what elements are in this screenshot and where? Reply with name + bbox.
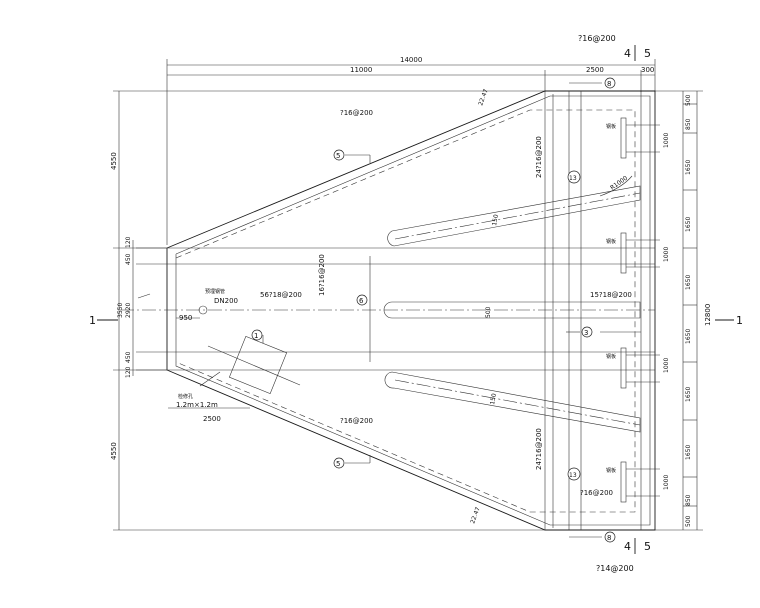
pipe-size: DN200 [214, 297, 238, 305]
dim-right-1650c: 1650 [685, 275, 692, 290]
dim-right-1650a: 1650 [685, 160, 692, 175]
bubble-8-top: 8 [607, 80, 611, 88]
dim-right-1650e: 1650 [685, 387, 692, 402]
top-dimension-chain: 14000 11000 2500 300 [166, 56, 656, 245]
dim-right-overall: 12800 [704, 304, 712, 326]
right-dimension-chain: 500 850 1000 1650 1650 1000 1650 1650 10… [655, 90, 712, 531]
rebar-vert: 16?16@200 [318, 254, 326, 296]
pier-tag-1: 钢板 [606, 123, 616, 130]
dim-2500: 2500 [586, 66, 604, 74]
pipe-note: 预埋钢管 [205, 288, 225, 295]
callout-bubbles: 5 5 1 3 6 8 8 13 13 [251, 77, 641, 543]
section-mark-bottom-a: 4 [624, 540, 631, 553]
pier-tag-2: 钢板 [606, 238, 616, 245]
bubble-3: 3 [584, 329, 588, 337]
dim-left-120b: 120 [125, 366, 132, 378]
left-dimension-chain: 4550 4550 120 450 3550 2920 450 120 [110, 90, 545, 531]
section-mark-left: 1 [89, 314, 118, 327]
top-note: ?16@200 [578, 34, 616, 43]
pier-tag-3: 钢板 [606, 353, 616, 360]
dim-total: 14000 [400, 56, 422, 64]
bubble-5-top: 5 [336, 152, 340, 160]
bubble-1: 1 [254, 332, 258, 340]
rebar-bottom-right: ?16@200 [580, 489, 613, 497]
anchor-plates: 钢板 钢板 钢板 钢板 [606, 117, 660, 503]
pipe-marker: 预埋钢管 DN200 950 [176, 288, 238, 322]
bubble-6: 6 [359, 297, 364, 305]
bubble-8-bottom: 8 [607, 534, 611, 542]
dim-right-500b: 500 [685, 515, 692, 527]
section-mark-right-label: 1 [736, 314, 743, 327]
rebar-right: 15?18@200 [590, 291, 632, 299]
rebar-bottom: ?16@200 [340, 417, 373, 425]
section-mark-bottom-b: 5 [644, 540, 651, 553]
groove-slots [383, 175, 641, 433]
dim-left-lower: 4550 [110, 442, 118, 460]
dim-11000: 11000 [350, 66, 372, 74]
section-mark-top-a: 4 [624, 47, 631, 60]
groove-top-width: 150 [491, 214, 500, 227]
dim-300: 300 [641, 66, 654, 74]
groove-mid-width: 500 [485, 306, 492, 318]
groove-bottom-width: 150 [489, 393, 498, 406]
dim-right-1000a: 1000 [663, 133, 670, 148]
dim-right-1650d: 1650 [685, 329, 692, 344]
dim-right-1000d: 1000 [663, 475, 670, 490]
dim-left-450b: 450 [125, 351, 132, 363]
bottom-note: ?14@200 [596, 564, 634, 573]
dim-right-1000b: 1000 [663, 247, 670, 262]
rebar-mid: 56?18@200 [260, 291, 302, 299]
section-mark-left-label: 1 [89, 314, 96, 327]
dim-left-upper: 4550 [110, 152, 118, 170]
bubble-5-bottom: 5 [336, 460, 340, 468]
dim-right-1650b: 1650 [685, 217, 692, 232]
dim-left-120a: 120 [125, 236, 132, 248]
dim-right-850a: 850 [685, 118, 692, 130]
section-mark-right: 1 [715, 314, 743, 327]
slab-outline [166, 90, 656, 531]
rebar-upper-right: 24?16@200 [535, 136, 543, 178]
bubble-13-top: 13 [569, 175, 577, 182]
opening-size: 1.2m×1.2m [176, 401, 218, 409]
section-mark-bottom: 4 5 [624, 538, 651, 554]
inspection-opening [168, 335, 301, 409]
bubble-13-bottom: 13 [569, 472, 577, 479]
section-mark-top-b: 5 [644, 47, 651, 60]
dim-right-1650f: 1650 [685, 445, 692, 460]
dim-right-1000c: 1000 [663, 358, 670, 373]
rebar-top: ?16@200 [340, 109, 373, 117]
rebar-labels: ?16@200 56?18@200 16?16@200 15?18@200 ?1… [176, 88, 632, 525]
dim-left-450a: 450 [125, 253, 132, 265]
section-mark-top: 4 5 [624, 45, 651, 61]
band-lines [120, 247, 655, 371]
rebar-lower-right: 24?16@200 [535, 428, 543, 470]
opening-note: 检修孔 [178, 393, 193, 400]
angle-bottom: 22.47 [469, 506, 482, 525]
dim-right-500a: 500 [685, 94, 692, 106]
dim-950: 950 [179, 314, 192, 322]
pier-tag-4: 钢板 [606, 467, 616, 474]
radius-label: R1000 [609, 175, 629, 192]
dim-2500-bottom: 2500 [203, 415, 221, 423]
dim-right-850b: 850 [685, 494, 692, 506]
